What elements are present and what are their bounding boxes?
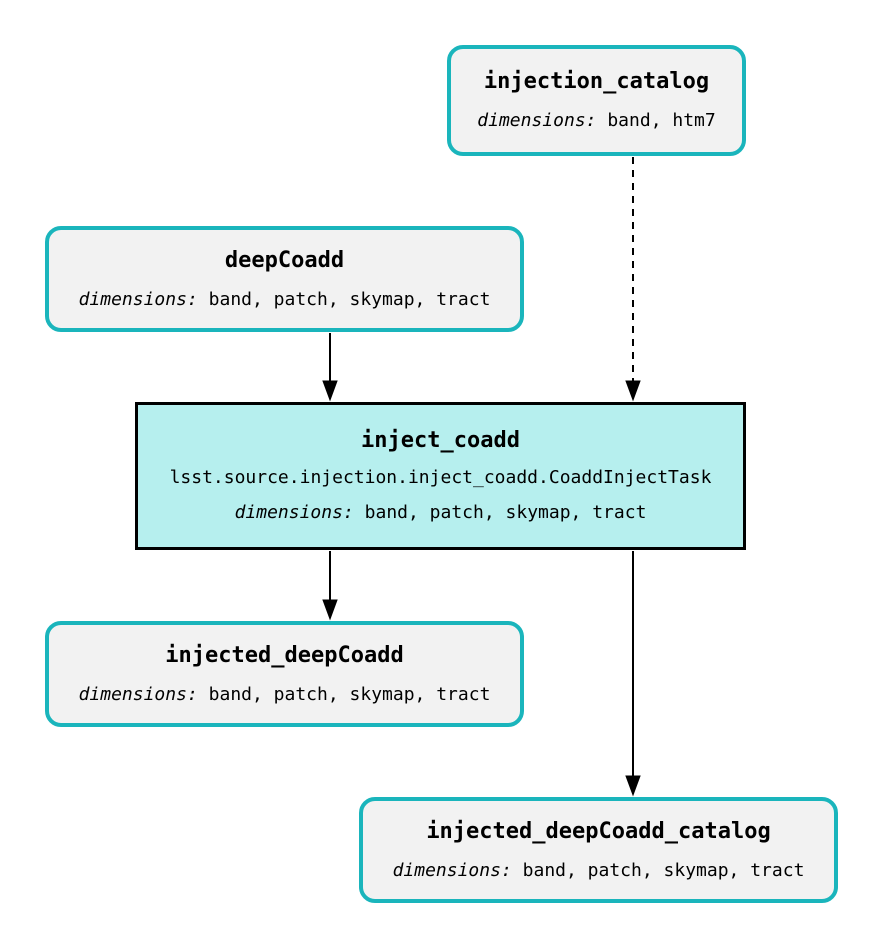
node-title: injected_deepCoadd — [165, 642, 404, 668]
dimensions-values: band, patch, skymap, tract — [208, 288, 491, 310]
node-deepCoadd: deepCoadd dimensions: band, patch, skyma… — [45, 226, 524, 332]
task-class-path: lsst.source.injection.inject_coadd.Coadd… — [169, 467, 712, 488]
arrowhead-icon — [322, 380, 338, 402]
node-title: injected_deepCoadd_catalog — [426, 818, 771, 844]
dimensions-label: dimensions: — [78, 683, 198, 705]
dimensions-values: band, patch, skymap, tract — [208, 683, 491, 705]
node-injected-deepCoadd: injected_deepCoadd dimensions: band, pat… — [45, 621, 524, 727]
edge-inject-coadd-to-injected-deepCoadd — [322, 551, 338, 621]
node-injected-deepCoadd-catalog: injected_deepCoadd_catalog dimensions: b… — [359, 797, 838, 903]
node-title: deepCoadd — [224, 247, 345, 273]
arrowhead-icon — [322, 599, 338, 621]
dimensions-label: dimensions: — [234, 502, 354, 523]
node-dimensions: dimensions: band, htm7 — [477, 112, 715, 130]
node-dimensions: dimensions: band, patch, skymap, tract — [392, 859, 805, 881]
arrowhead-icon — [625, 775, 641, 797]
dimensions-label: dimensions: — [392, 859, 512, 881]
edge-injection-catalog-to-inject-coadd — [625, 157, 641, 402]
node-dimensions: dimensions: band, patch, skymap, tract — [78, 683, 491, 705]
node-inject-coadd-task: inject_coadd lsst.source.injection.injec… — [135, 402, 746, 550]
node-injection-catalog: injection_catalog dimensions: band, htm7 — [447, 45, 746, 156]
dimensions-label: dimensions: — [78, 288, 198, 310]
edge-inject-coadd-to-injected-deepCoadd-catalog — [625, 551, 641, 797]
node-dimensions: dimensions: band, patch, skymap, tract — [78, 288, 491, 310]
dimensions-label: dimensions: — [477, 110, 597, 131]
edge-deepCoadd-to-inject-coadd — [322, 333, 338, 402]
dimensions-values: band, patch, skymap, tract — [522, 859, 805, 881]
arrowhead-icon — [625, 380, 641, 402]
node-title: inject_coadd — [361, 428, 520, 453]
node-title: injection_catalog — [483, 69, 710, 94]
dimensions-values: band, patch, skymap, tract — [364, 502, 647, 523]
node-dimensions: dimensions: band, patch, skymap, tract — [235, 504, 647, 522]
dimensions-values: band, htm7 — [607, 110, 716, 131]
